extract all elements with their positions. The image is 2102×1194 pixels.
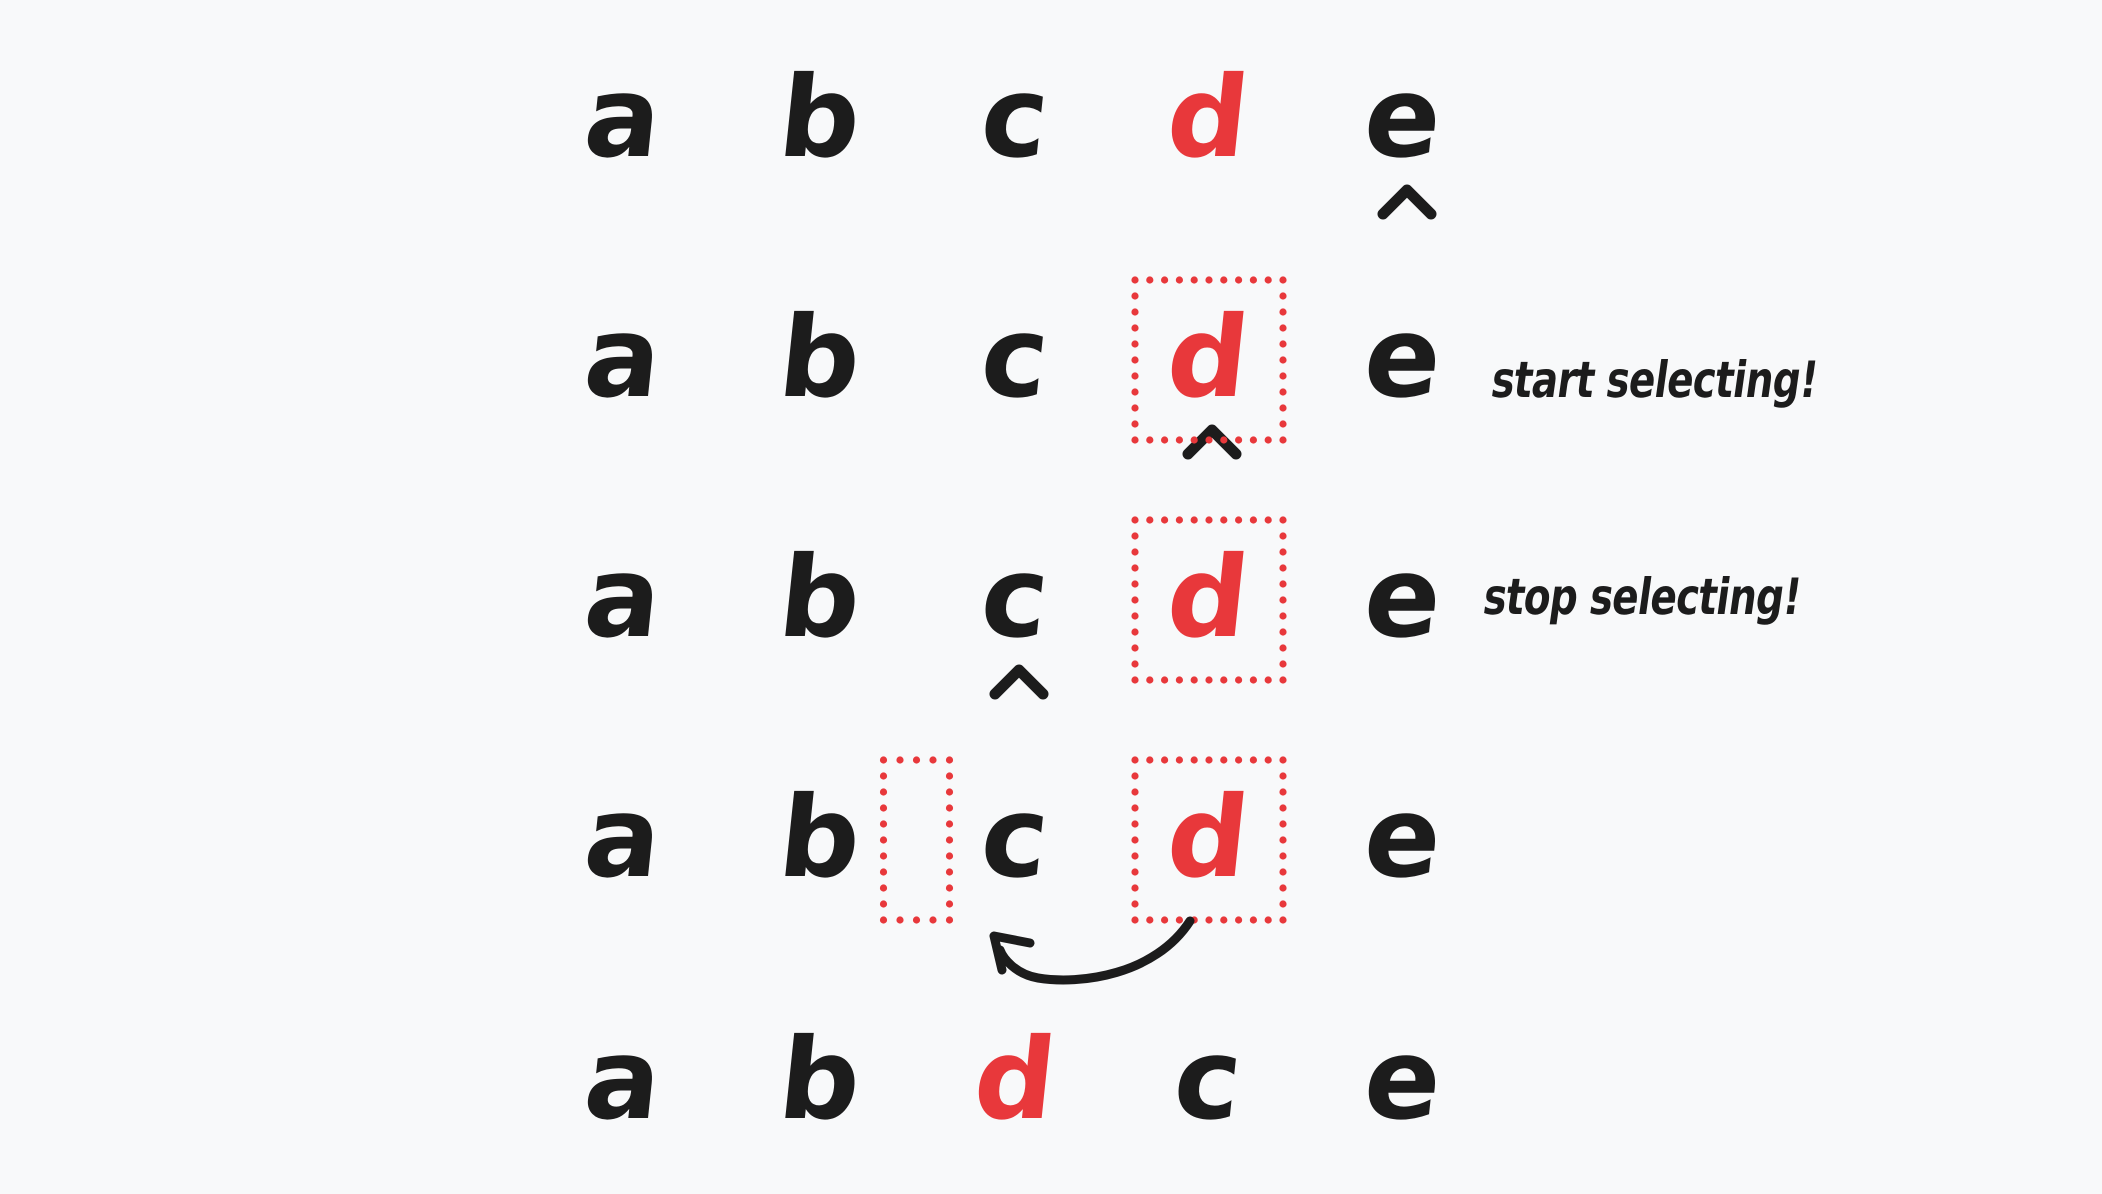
- annotation-note: start selecting!: [1487, 351, 1822, 409]
- drop-target-box: [879, 756, 954, 924]
- letter-c: c: [974, 53, 1056, 183]
- arrow-head-icon: [989, 931, 1035, 975]
- letter-e: e: [1358, 773, 1448, 903]
- letter-a: a: [578, 773, 668, 903]
- letter-d: d: [1161, 533, 1255, 663]
- caret-up-icon: [989, 664, 1049, 700]
- letter-b: b: [773, 773, 867, 903]
- letter-c: c: [974, 293, 1056, 423]
- curved-arrow-icon: [995, 916, 1195, 985]
- letter-a: a: [578, 293, 668, 423]
- letter-d: d: [968, 1015, 1062, 1145]
- letter-d: d: [1161, 773, 1255, 903]
- letter-a: a: [578, 1015, 668, 1145]
- letter-e: e: [1358, 293, 1448, 423]
- letter-b: b: [773, 293, 867, 423]
- caret-up-icon: [1182, 424, 1242, 460]
- letter-b: b: [773, 1015, 867, 1145]
- letter-e: e: [1358, 533, 1448, 663]
- letter-c: c: [974, 773, 1056, 903]
- letter-a: a: [578, 53, 668, 183]
- letter-b: b: [773, 533, 867, 663]
- letter-e: e: [1358, 1015, 1448, 1145]
- letter-a: a: [578, 533, 668, 663]
- caret-up-icon: [1377, 184, 1437, 220]
- annotation-note: stop selecting!: [1479, 568, 1805, 626]
- letter-c: c: [974, 533, 1056, 663]
- letter-b: b: [773, 53, 867, 183]
- letter-d: d: [1161, 53, 1255, 183]
- letter-e: e: [1358, 53, 1448, 183]
- letter-d: d: [1161, 293, 1255, 423]
- letter-c: c: [1167, 1015, 1249, 1145]
